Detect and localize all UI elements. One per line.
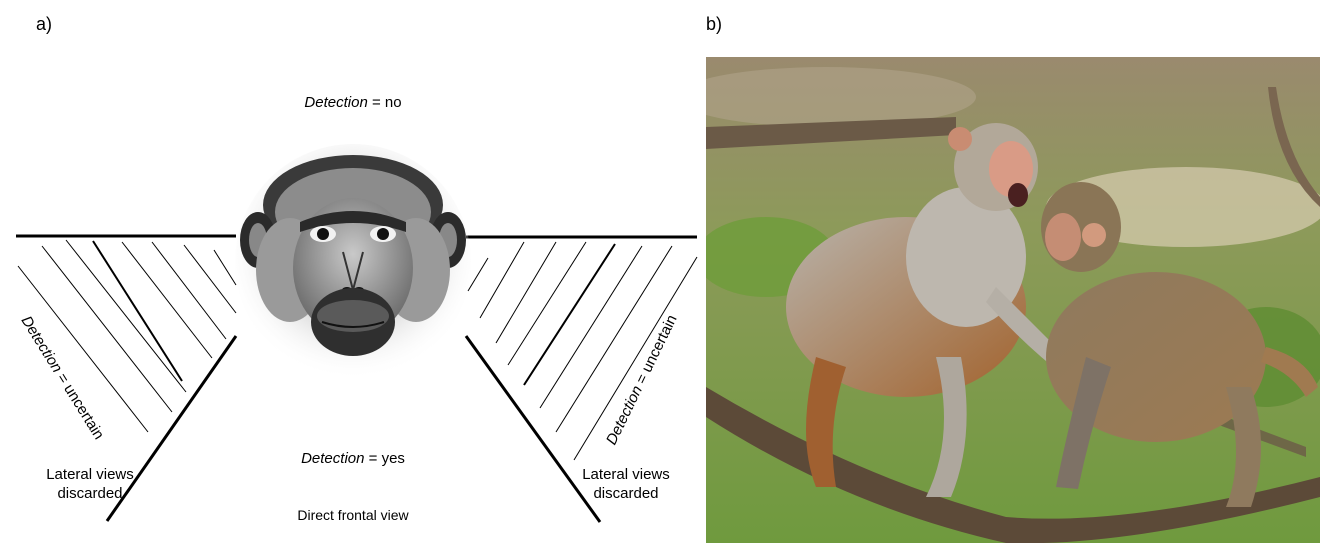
direct-frontal-view-label: Direct frontal view	[0, 507, 706, 523]
left-lateral-discarded-label: Lateral views discarded	[20, 465, 160, 503]
panel-b-label: b)	[706, 14, 722, 35]
left-hatching	[18, 240, 236, 432]
detection-no-label: Detection = no	[0, 94, 706, 111]
macaques-fighting-photo	[706, 57, 1320, 543]
right-lateral-discarded-label: Lateral views discarded	[556, 465, 696, 503]
monkey-face-illustration	[235, 144, 471, 380]
